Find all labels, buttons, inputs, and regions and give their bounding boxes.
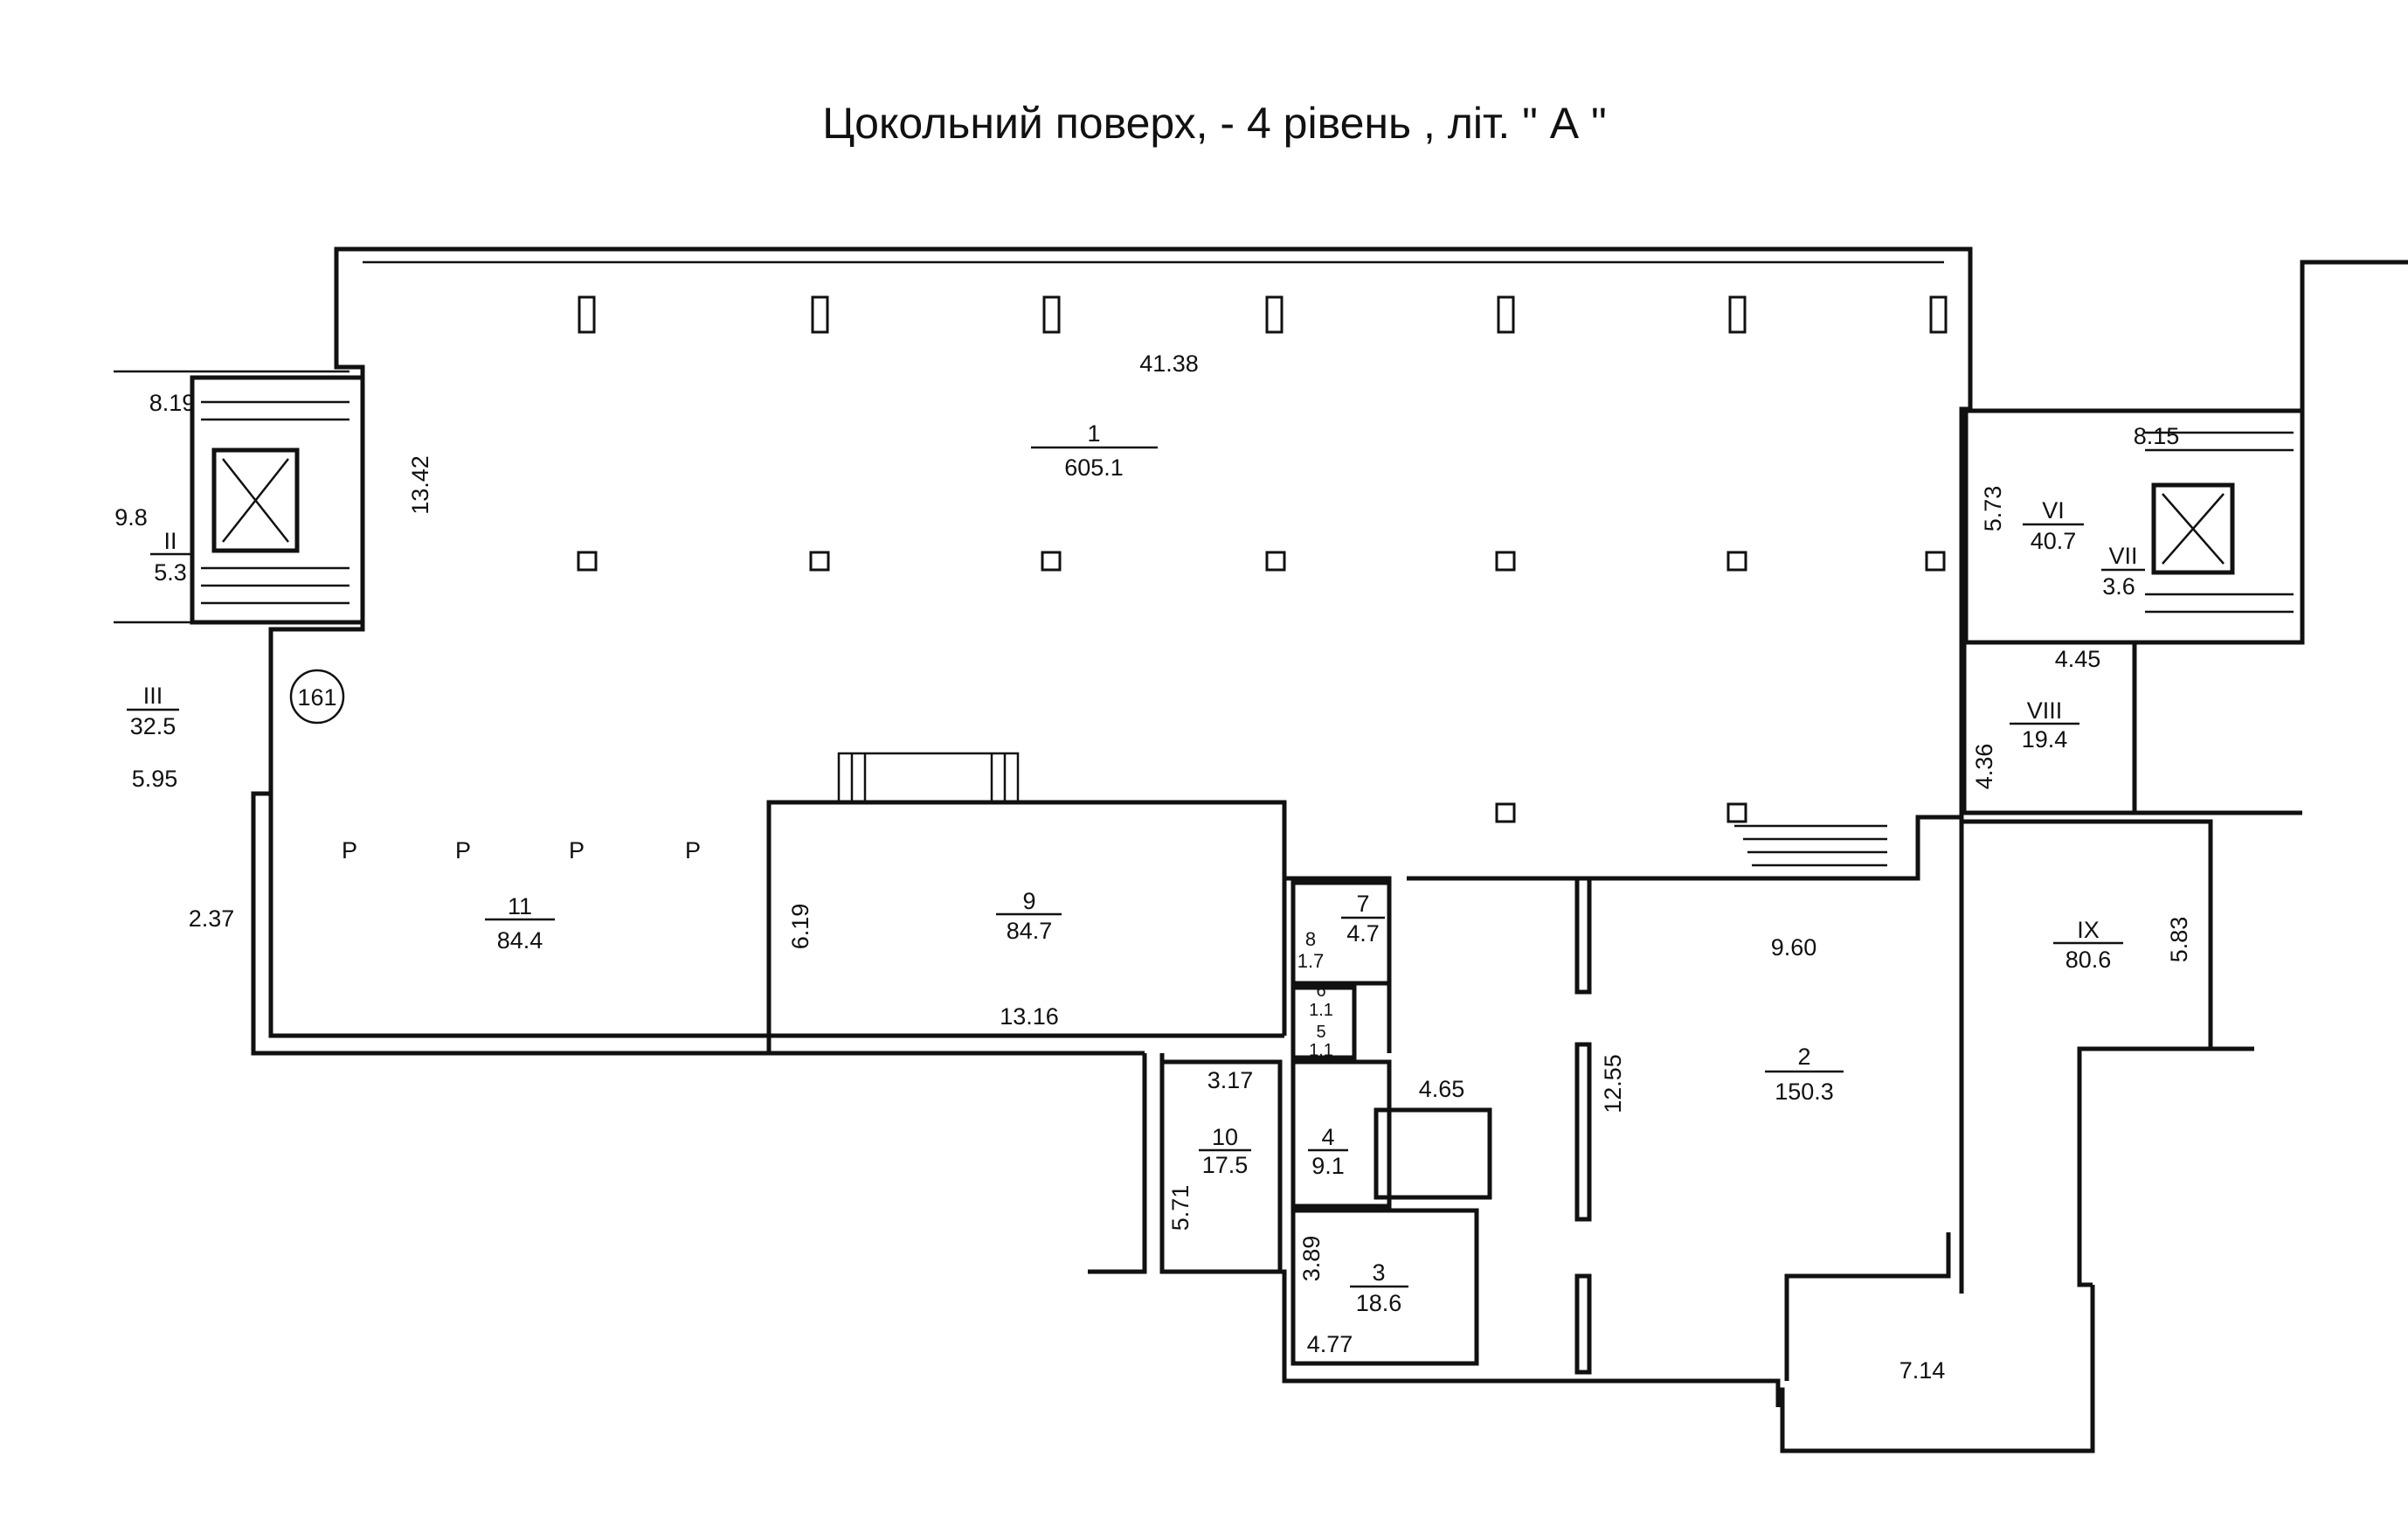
room-9-area: 84.7 [1007, 918, 1053, 944]
room-6-area: 1.1 [1309, 1001, 1333, 1020]
dim-label: 3.89 [1298, 1236, 1325, 1282]
room-vii-area: 3.6 [2102, 573, 2135, 600]
dim-label: 5.95 [132, 766, 178, 792]
stair-core-right [1963, 260, 2408, 645]
dim-label: 12.55 [1600, 1054, 1626, 1113]
bottom-center-wall-2 [1159, 1053, 1781, 1407]
dim-label: 3.17 [1207, 1067, 1254, 1093]
room-7-num: 7 [1356, 891, 1369, 917]
dim-label: 13.42 [407, 455, 433, 515]
room-6-num: 6 [1316, 982, 1325, 1001]
dim-label: 8.15 [2134, 423, 2180, 449]
room-3-num: 3 [1372, 1259, 1385, 1286]
room-5-num: 5 [1316, 1023, 1325, 1042]
room-11-area: 84.4 [497, 927, 543, 954]
room-iii-area: 32.5 [130, 713, 176, 739]
room-1-num: 1 [1087, 420, 1100, 447]
dim-label: 7.14 [1899, 1357, 1946, 1384]
room-8-area: 1.7 [1297, 950, 1325, 972]
parking-mark: P [455, 837, 471, 864]
room-labels: 1 605.1 2 150.3 3 18.6 4 9.1 5 1.1 6 1.1… [114, 420, 2145, 1316]
dim-label: 5.83 [2166, 917, 2192, 963]
dim-label: 4.45 [2055, 646, 2101, 672]
room-2-num: 2 [1797, 1044, 1810, 1070]
reference-marker: 161 [289, 669, 345, 725]
elevator-shaft-left [211, 447, 300, 553]
room-vi-num: VI [2042, 497, 2065, 524]
dim-label: 2.37 [189, 905, 235, 932]
stair-box-left [190, 375, 365, 625]
parking-mark: P [569, 837, 585, 864]
room-1-area: 605.1 [1064, 454, 1124, 481]
room-10-num: 10 [1212, 1124, 1238, 1150]
dim-label: 4.36 [1971, 744, 1997, 790]
bottom-right-wall [1778, 1285, 2095, 1453]
room-viii-num: VIII [2027, 697, 2063, 724]
room-ix-num: IX [2077, 917, 2100, 943]
marker-label: 161 [297, 684, 336, 711]
room-11-num: 11 [508, 893, 532, 919]
room-4-num: 4 [1321, 1124, 1334, 1150]
room-iii-num: III [143, 683, 163, 709]
parking-mark: P [685, 837, 701, 864]
plan-title: Цокольний поверх, - 4 рівень , літ. " А … [822, 99, 1607, 148]
top-facade-wall [334, 246, 1973, 262]
dim-label: 4.77 [1307, 1331, 1353, 1357]
room-5-area: 1.1 [1309, 1041, 1333, 1060]
dim-label: 4.65 [1419, 1076, 1465, 1102]
room-vi-area: 40.7 [2031, 528, 2077, 554]
dim-label: 5.73 [1980, 486, 2006, 532]
partial-room-label: 9.8 [114, 504, 148, 531]
room-10-area: 17.5 [1202, 1152, 1249, 1178]
right-lower-wall [2077, 1046, 2254, 1287]
dim-label: 13.16 [1000, 1003, 1059, 1030]
dim-label: 6.19 [787, 904, 813, 950]
dim-label: 5.71 [1167, 1185, 1194, 1231]
interior-walls [766, 800, 2213, 1381]
columns [577, 295, 1948, 823]
room-ix-area: 80.6 [2065, 947, 2112, 973]
room-8-num: 8 [1305, 928, 1316, 950]
room-9-num: 9 [1022, 888, 1035, 914]
stair-room-2 [1734, 824, 1887, 867]
dimensions: 41.38 13.42 8.19 8.15 5.73 4.45 4.36 5.9… [132, 350, 2192, 1384]
room-3-area: 18.6 [1356, 1290, 1402, 1316]
room-viii-area: 19.4 [2022, 726, 2068, 753]
room-2-area: 150.3 [1775, 1079, 1834, 1105]
entrance-stair-top [837, 752, 1020, 804]
outer-walls [251, 246, 2254, 1453]
parking-mark: P [342, 837, 357, 864]
room-vii-num: VII [2108, 543, 2137, 569]
dim-label: 41.38 [1139, 350, 1199, 377]
room-4-area: 9.1 [1311, 1153, 1345, 1179]
lower-left-wall [251, 791, 1145, 1056]
dim-label: 9.60 [1771, 934, 1817, 961]
parking-marks: P P P P [342, 837, 701, 864]
lower-left-inner [268, 794, 1284, 1038]
room-ii-area: 5.3 [154, 559, 187, 586]
room-ii-num: II [163, 528, 176, 554]
bottom-center-wall [1088, 1053, 1147, 1274]
elevator-shaft-right [2151, 482, 2235, 575]
stair-core-left [114, 370, 365, 625]
dim-label: 8.19 [149, 390, 196, 416]
room-7-area: 4.7 [1346, 920, 1380, 947]
